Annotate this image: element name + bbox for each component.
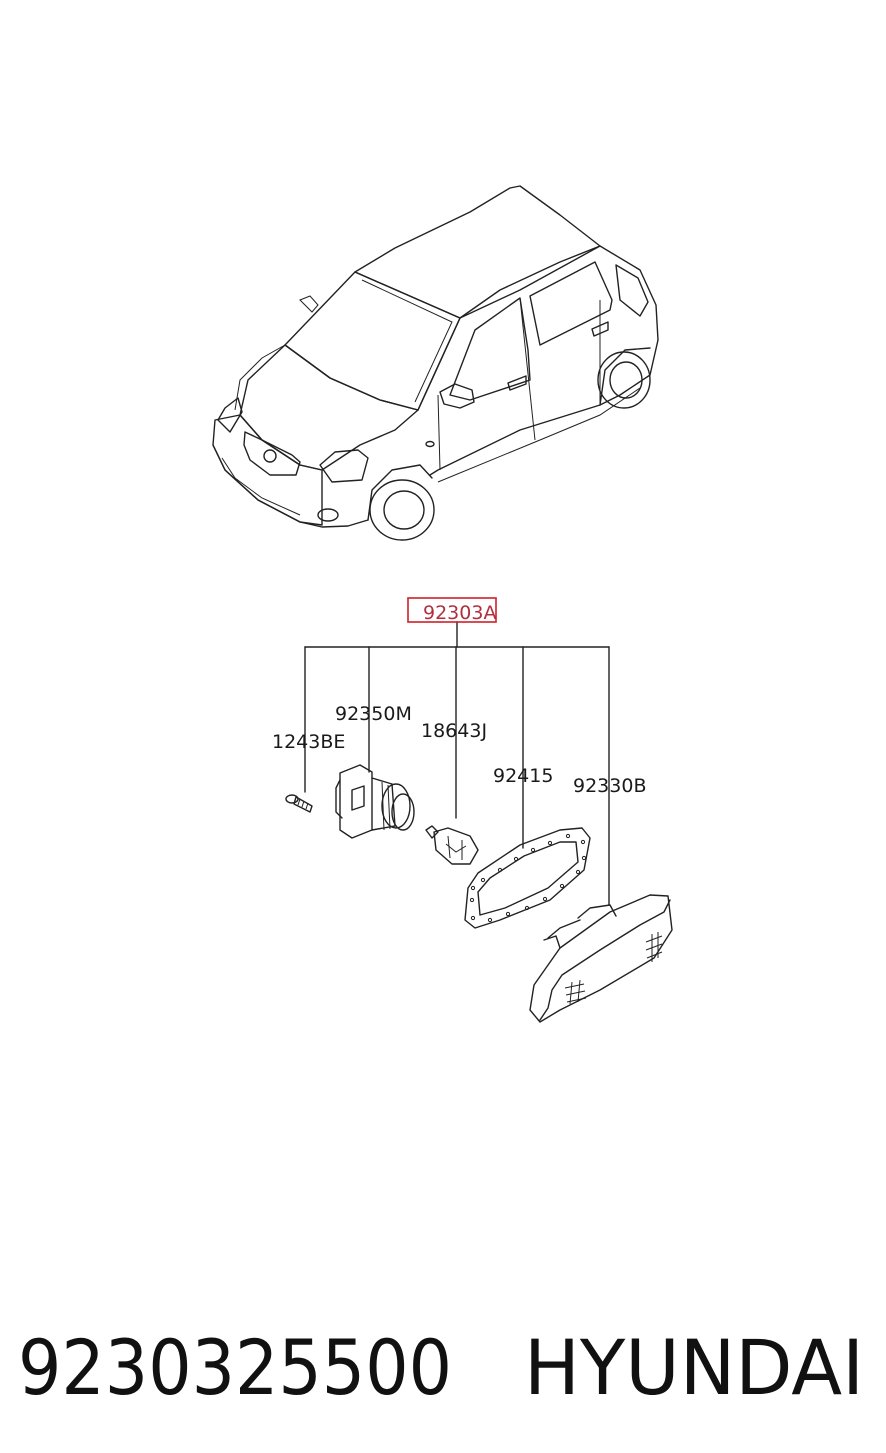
socket-part [335,764,415,839]
assembly-part-number: 92303A [423,602,496,624]
screw-part [285,794,313,813]
part-label-screw: 1243BE [272,731,345,753]
car-illustration [212,185,659,541]
part-label-gasket: 92415 [493,765,553,787]
footer-brand: HYUNDAI [524,1323,864,1412]
callout-lines [304,621,610,906]
assembly-highlight-box [407,597,497,623]
lens-part [529,894,673,1023]
part-label-lens: 92330B [573,775,646,797]
bulb-part [425,825,479,865]
part-label-socket: 92350M [335,703,412,725]
part-label-bulb: 18643J [421,720,487,742]
footer-part-number: 9230325500 [18,1323,452,1412]
gasket-part [464,827,591,929]
